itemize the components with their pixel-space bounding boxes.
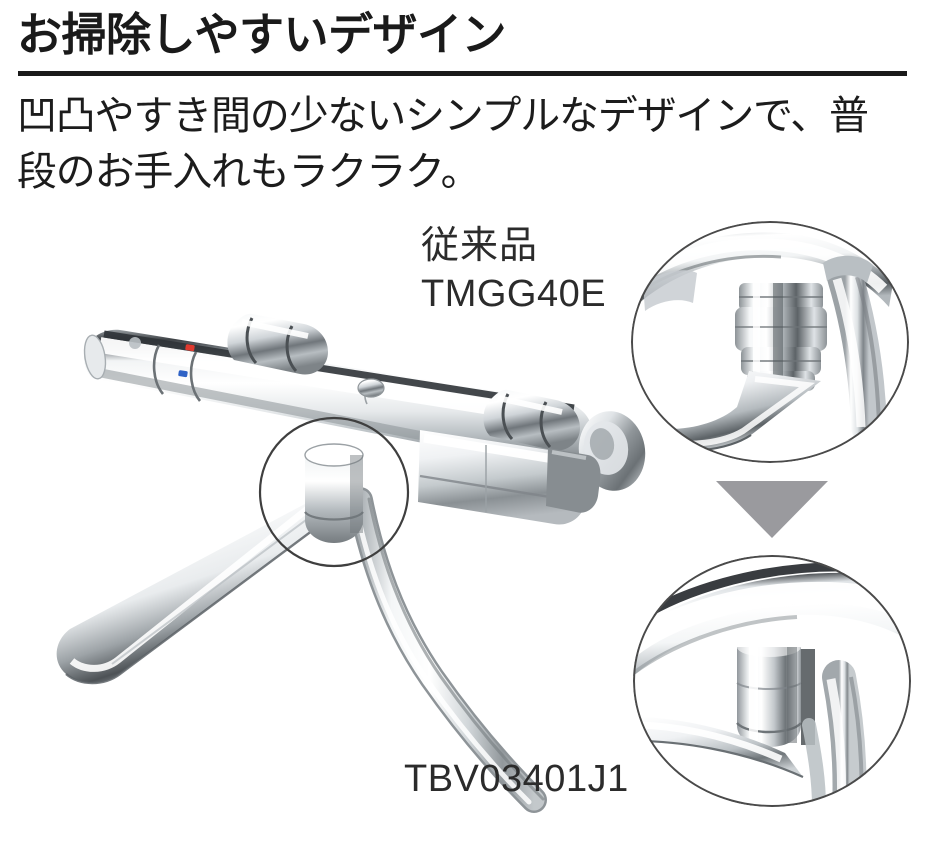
description-text: 凹凸やすき間の少ないシンプルなデザインで、普 段のお手入れもラクラク。 (17, 88, 919, 200)
legacy-joint-nut (735, 283, 827, 391)
legacy-caption: 従来品 (421, 225, 539, 267)
title-underline-rule (18, 71, 907, 76)
new-product-detail-photo (633, 555, 911, 807)
legacy-model-number: TMGG40E (421, 273, 607, 315)
control-knob (227, 313, 328, 375)
spout-diverter-button (357, 378, 385, 398)
faucet-spout (56, 484, 353, 685)
legacy-product-label: 従来品 TMGG40E (421, 222, 606, 318)
down-arrow-icon (716, 481, 828, 538)
description-line-2: 段のお手入れもラクラク。 (17, 150, 481, 194)
lever-handle (418, 430, 601, 525)
faucet-main-body (56, 313, 646, 813)
hot-marker (185, 344, 195, 352)
legacy-product-detail-photo (631, 221, 909, 463)
new-model-number: TBV03401J1 (404, 758, 629, 800)
feature-highlight-circle (258, 416, 410, 568)
page-title: お掃除しやすいデザイン (17, 9, 507, 60)
shower-diverter-knob (483, 389, 580, 451)
spout-base-joint (304, 443, 364, 543)
new-joint-cylinder (736, 637, 802, 747)
description-line-1: 凹凸やすき間の少ないシンプルなデザインで、普 (17, 94, 869, 138)
cold-marker (178, 370, 188, 378)
shower-hose (347, 487, 547, 813)
